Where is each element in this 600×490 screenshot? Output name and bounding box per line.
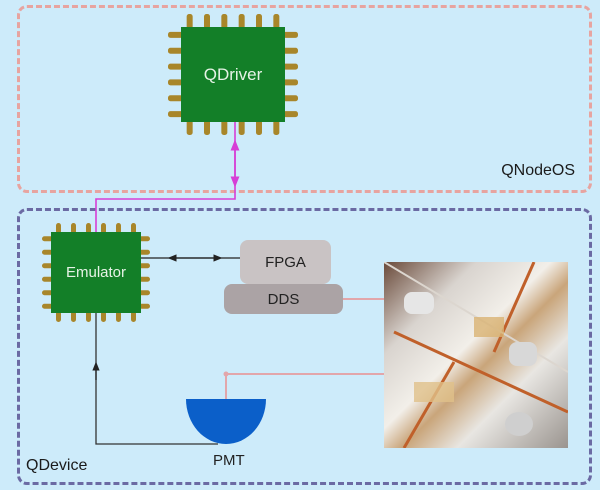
chip-pin [139,276,150,282]
chip-pin [283,79,298,86]
chip-pin [238,14,245,29]
chip-pin [101,311,106,322]
chip-pin [283,63,298,70]
chip-pin [186,14,193,29]
chip-pin [256,14,262,29]
chip-pin [283,95,298,102]
chip-pin [204,120,210,135]
chip-pin [221,120,228,135]
chip-pin [71,311,76,322]
chip-pin [71,223,76,234]
chip-pin [273,14,280,29]
chip-pin [139,263,150,269]
qdevice-label: QDevice [26,457,88,474]
chip-pin [139,236,150,242]
chip-pin [42,290,53,296]
pmt-label: PMT [213,452,245,469]
dds-box[interactable]: DDS [224,284,343,314]
chip-pin [42,276,53,282]
chip-pin [168,47,183,54]
chip-pin [273,120,280,135]
chip-pin [238,120,245,135]
emulator-label: Emulator [65,264,127,281]
chip-pin [168,79,183,86]
fpga-box[interactable]: FPGA [240,240,331,284]
qdevice-region: QDevice [17,208,592,485]
chip-pin [168,63,183,70]
qnodeos-region: QNodeOS [17,5,592,193]
qnodeos-label: QNodeOS [501,162,575,179]
chip-pin [139,303,150,309]
chip-pin [101,223,106,234]
pmt-detector-icon [186,399,266,444]
trap-pmt-junction [223,371,229,377]
ion-trap-illustration [384,262,568,448]
chip-pin [204,14,210,29]
chip-pin [42,249,53,255]
chip-pin [42,263,53,269]
chip-pin [56,311,61,322]
chip-pin [283,111,298,118]
chip-pin [256,120,262,135]
chip-pin [116,311,121,322]
chip-pin [168,111,183,118]
qdriver-label: QDriver [203,64,263,84]
chip-pin [186,120,193,135]
ion-trap-photo [384,262,568,448]
fpga-label: FPGA [265,253,306,271]
chip-pin [139,290,150,296]
trap-pmt-wire [225,373,384,399]
chip-pin [131,311,136,322]
pmt-emulator-wire [95,313,218,445]
chip-pin [116,223,121,234]
dds-label: DDS [267,290,300,308]
chip-pin [283,47,298,54]
chip-pin [221,14,228,29]
chip-pin [56,223,61,234]
chip-pin [42,236,53,242]
chip-pin [139,249,150,255]
qdriver-chip[interactable]: QDriver [181,27,285,122]
chip-pin [168,95,183,102]
chip-pin [86,223,91,234]
chip-pins [42,14,298,322]
chip-pin [168,31,183,38]
chip-pin [42,303,53,309]
chip-pin [131,223,136,234]
emulator-chip[interactable]: Emulator [51,232,141,313]
chip-pin [283,31,298,38]
qdriver-emulator-wire [95,122,236,232]
chip-pin [86,311,91,322]
